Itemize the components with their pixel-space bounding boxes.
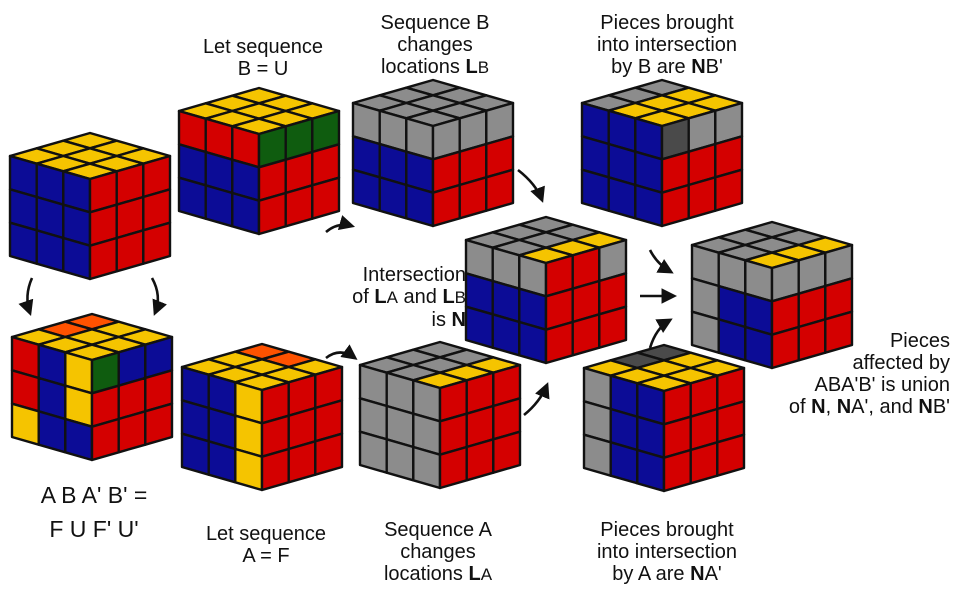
cube-sticker <box>204 184 234 228</box>
cube-sticker <box>518 320 548 365</box>
cube-sticker <box>405 183 435 228</box>
cube-sticker <box>412 445 442 490</box>
cube-sticker <box>582 433 612 477</box>
label-sequence-a-changes: Sequence A changes locations LA <box>383 519 493 585</box>
cube-sticker <box>177 176 207 220</box>
cube-sticker <box>716 433 746 477</box>
cube-sticker <box>180 432 210 476</box>
cube-sticker <box>311 176 341 220</box>
cube-sticker <box>314 432 344 476</box>
cube-sticker <box>37 410 67 454</box>
cube-sticker <box>438 445 468 490</box>
cube-sticker <box>257 191 287 236</box>
cube-sticker <box>690 310 720 354</box>
cube-sticker <box>598 305 628 349</box>
cube-sticker <box>660 183 690 228</box>
cube-sticker <box>465 438 495 482</box>
cube-sticker <box>234 447 264 492</box>
label-union: Pieces affected by ABA'B' is union of N,… <box>788 330 950 418</box>
cube-sticker <box>717 318 747 362</box>
label-let-sequence-b: Let sequence B = U <box>202 36 324 80</box>
label-let-sequence-a: Let sequence A = F <box>205 523 327 567</box>
cube-sticker <box>115 229 145 273</box>
cube-solved <box>8 131 172 281</box>
cube-sticker <box>580 168 610 212</box>
cube-n-a-prime <box>582 343 746 493</box>
cube-sticker <box>88 236 118 281</box>
cube-sticker <box>260 447 290 492</box>
cube-sticker <box>458 176 488 220</box>
cube-locations-a <box>358 340 522 490</box>
label-pieces-brought-by-a: Pieces brought into intersection by A ar… <box>596 519 738 585</box>
cube-sticker <box>90 417 120 462</box>
cube-sticker <box>544 320 574 365</box>
cube-sticker <box>378 176 408 220</box>
cube-sticker <box>62 236 92 281</box>
arrow-locations-b-to-intersection <box>517 168 545 203</box>
cube-sticker <box>464 305 494 349</box>
cube-sticker <box>144 402 174 446</box>
cube-sticker <box>687 176 717 220</box>
cube-locations-b <box>351 78 515 228</box>
cube-after-a <box>180 342 344 492</box>
arrow-a-to-locations-a <box>325 344 358 360</box>
cube-sticker <box>689 441 719 485</box>
cube-sticker <box>287 440 317 484</box>
cube-sticker <box>35 229 65 273</box>
cube-sticker <box>492 430 522 474</box>
label-formula: A B A' B' = F U F' U' <box>40 482 148 542</box>
arrow-b-to-locations-b <box>325 215 356 234</box>
cube-sticker <box>491 313 521 357</box>
cube-sticker <box>431 183 461 228</box>
cube-sticker <box>142 221 172 265</box>
cube-sticker <box>8 221 38 265</box>
cube-sticker <box>207 440 237 484</box>
label-sequence-b-changes: Sequence B changes locations LB <box>380 12 490 78</box>
cube-sticker <box>571 313 601 357</box>
arrow-solved-to-commutator <box>150 277 167 316</box>
cube-sticker <box>385 438 415 482</box>
cube-sticker <box>714 168 744 212</box>
cube-sticker <box>284 184 314 228</box>
arrow-locations-a-to-intersection <box>523 382 550 417</box>
cube-intersection <box>464 215 628 365</box>
cube-sticker <box>607 176 637 220</box>
cube-sticker <box>636 448 666 493</box>
cube-sticker <box>485 168 515 212</box>
cube-union <box>690 220 854 370</box>
arrow-n-b-to-union <box>648 249 674 274</box>
cube-sticker <box>10 402 40 446</box>
cube-sticker <box>634 183 664 228</box>
label-intersection: Intersection of LA and LB is N <box>352 264 466 331</box>
arrow-n-a-to-union <box>648 318 673 349</box>
arrow-solved-to-b <box>18 277 34 316</box>
cube-commutator <box>10 312 174 462</box>
cube-after-b <box>177 86 341 236</box>
cube-sticker <box>824 310 854 354</box>
cube-sticker <box>231 191 261 236</box>
cube-sticker <box>64 417 94 462</box>
cube-sticker <box>351 168 381 212</box>
cube-sticker <box>662 448 692 493</box>
cube-sticker <box>609 441 639 485</box>
label-pieces-brought-by-b: Pieces brought into intersection by B ar… <box>596 12 738 78</box>
cube-sticker <box>358 430 388 474</box>
cube-sticker <box>117 410 147 454</box>
cube-n-b-prime <box>580 78 744 228</box>
